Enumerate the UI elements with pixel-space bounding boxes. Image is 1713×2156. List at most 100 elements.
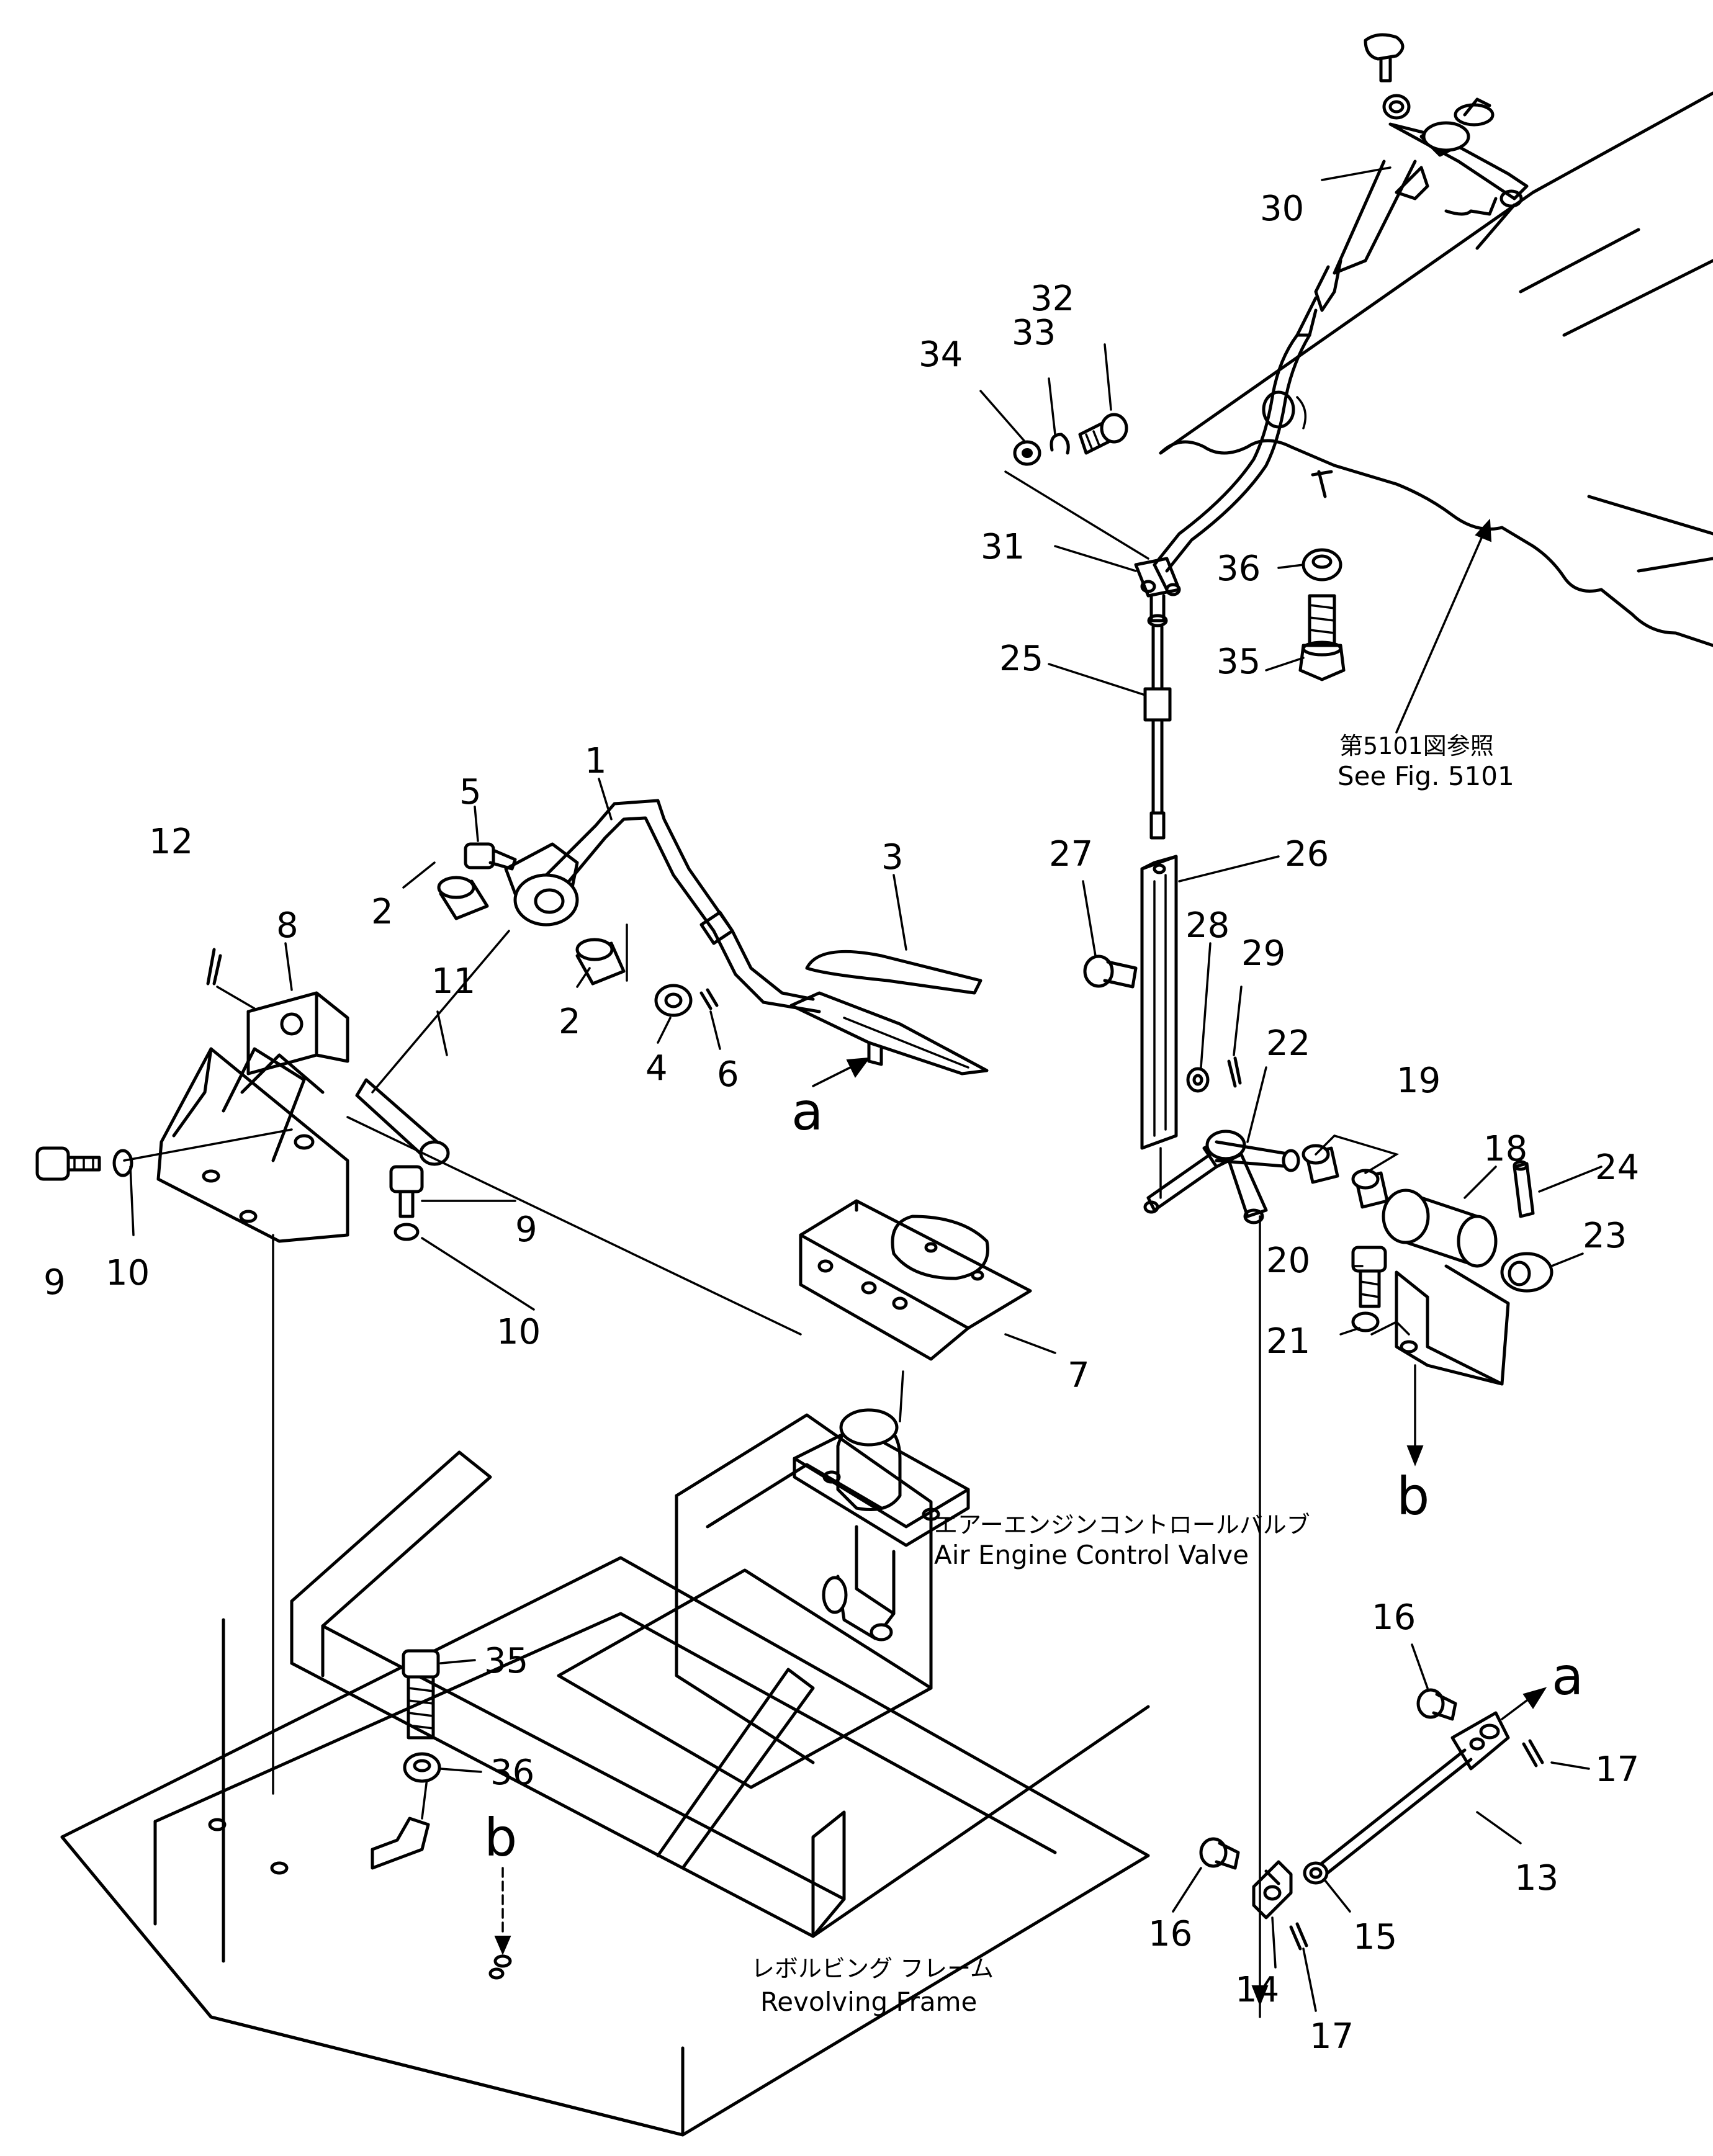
pin-16-upper [1416,1688,1457,1721]
callout-6: 6 [717,1054,739,1095]
cable-clamp-31 [1004,470,1181,598]
callout-3: 3 [881,837,904,878]
callout-2-upper: 2 [371,892,393,932]
pin-24 [1513,1160,1535,1218]
callout-13: 13 [1514,1858,1558,1898]
washer-21 [1351,1311,1380,1332]
callout-30: 30 [1260,189,1304,229]
view-letter-b-frame: b [484,1807,517,1868]
callout-36-lower: 36 [490,1753,534,1793]
view-letter-a-pedal: a [791,1081,823,1142]
callout-29: 29 [1241,933,1285,974]
callout-17-upper: 17 [1595,1750,1639,1790]
callout-labels: 1 2 2 3 4 5 6 7 8 9 9 10 10 11 12 13 14 … [43,189,1639,2057]
cotter-pin-29 [1227,1056,1242,1088]
callout-9-right: 9 [515,1210,537,1250]
pin-27 [1083,954,1138,989]
bolt-35-lower [402,1649,440,1740]
callout-21: 21 [1266,1321,1310,1362]
cotter-pin-17-upper [1522,1739,1544,1767]
view-arrow-a-pedal [812,1057,871,1087]
bolt-35-upper [1298,594,1346,681]
callout-18: 18 [1483,1129,1527,1169]
callout-34: 34 [919,335,963,375]
bolt-20 [1351,1246,1387,1308]
collar-23 [1500,1252,1553,1293]
callout-1: 1 [585,741,607,781]
callout-10-right: 10 [497,1312,541,1352]
callout-26: 26 [1285,834,1329,874]
callout-17-lower: 17 [1310,2016,1354,2057]
callout-7: 7 [1068,1355,1090,1396]
bushing-2-upper [437,876,489,920]
lockwasher-33 [1050,433,1070,455]
callout-35-upper: 35 [1216,642,1261,682]
callout-32: 32 [1030,279,1074,319]
callout-10-left: 10 [106,1253,150,1293]
cotter-pin-12 [206,948,222,986]
pedal-bracket [156,991,349,1795]
cab-side [1159,91,1713,647]
cotter-upper [1311,470,1333,498]
air-engine-control-valve [793,1408,970,1642]
callout-8: 8 [276,905,299,946]
view-letter-a-rod: a [1552,1646,1583,1707]
callout-12: 12 [149,822,193,862]
bushing-2-lower [575,938,626,986]
callout-16-lower: 16 [1148,1914,1192,1954]
leader-lines [129,166,1603,2012]
pedal-3 [789,950,989,1076]
control-cable-25 [1143,594,1172,840]
see-fig-note-jp: 第5101図参照 [1339,732,1494,760]
callout-19: 19 [1396,1061,1441,1101]
shaft-bracket-18 [1382,1188,1510,1467]
view-letter-b-bracket: b [1396,1466,1429,1527]
nut-4 [654,984,693,1017]
hand-throttle-lever [1153,33,1529,573]
callout-2-lower: 2 [559,1002,581,1042]
callout-24: 24 [1595,1148,1639,1188]
callout-14: 14 [1235,1970,1279,2010]
arrow-to-clevis-14 [1251,1985,1269,2006]
bolt-5 [464,842,517,871]
bushing-19-right [1351,1169,1389,1209]
washer-28 [1186,1067,1210,1093]
bolt-9-right [389,1165,424,1241]
callout-33: 33 [1012,313,1056,353]
frame-label-en: Revolving Frame [760,1987,977,2017]
callout-27: 27 [1049,834,1093,874]
callout-28: 28 [1185,905,1230,946]
see-fig-note-en: See Fig. 5101 [1338,761,1514,791]
callout-5: 5 [459,772,482,812]
revolving-frame [60,1413,1150,2137]
callout-36-upper: 36 [1216,549,1261,589]
pin-11 [355,1078,450,1166]
callout-22: 22 [1266,1023,1310,1064]
callout-4: 4 [645,1048,668,1089]
callout-15: 15 [1353,1917,1397,1957]
valve-mount-plate [346,1116,1032,1422]
bolt-9-left [35,1146,133,1181]
view-arrow-b-frame [493,1867,512,1968]
callout-16-upper: 16 [1372,1597,1416,1638]
callout-35-lower: 35 [484,1641,528,1681]
nut-36-lower [403,1752,441,1783]
bolt-32 [1078,413,1128,455]
callout-23: 23 [1583,1216,1627,1256]
pedal-lever [371,799,821,1094]
cotter-pin-17-lower [1289,1922,1308,1951]
valve-label-jp: エアーエンジンコントロールバルブ [934,1511,1310,1538]
callout-31: 31 [981,527,1025,567]
see-fig-arrow [1395,518,1492,734]
callout-20: 20 [1266,1241,1310,1281]
clevis-14 [1252,1860,1293,1920]
leader-21 [1370,1320,1410,1336]
callout-25: 25 [999,639,1043,679]
callout-11: 11 [431,961,475,1002]
frame-label-jp: レボルビング フレーム [751,1955,994,1982]
clevis-26 [1140,855,1178,1150]
valve-label-en: Air Engine Control Valve [934,1540,1249,1570]
bellcrank-22 [1143,1130,1300,2018]
washer-34 [1013,440,1041,466]
